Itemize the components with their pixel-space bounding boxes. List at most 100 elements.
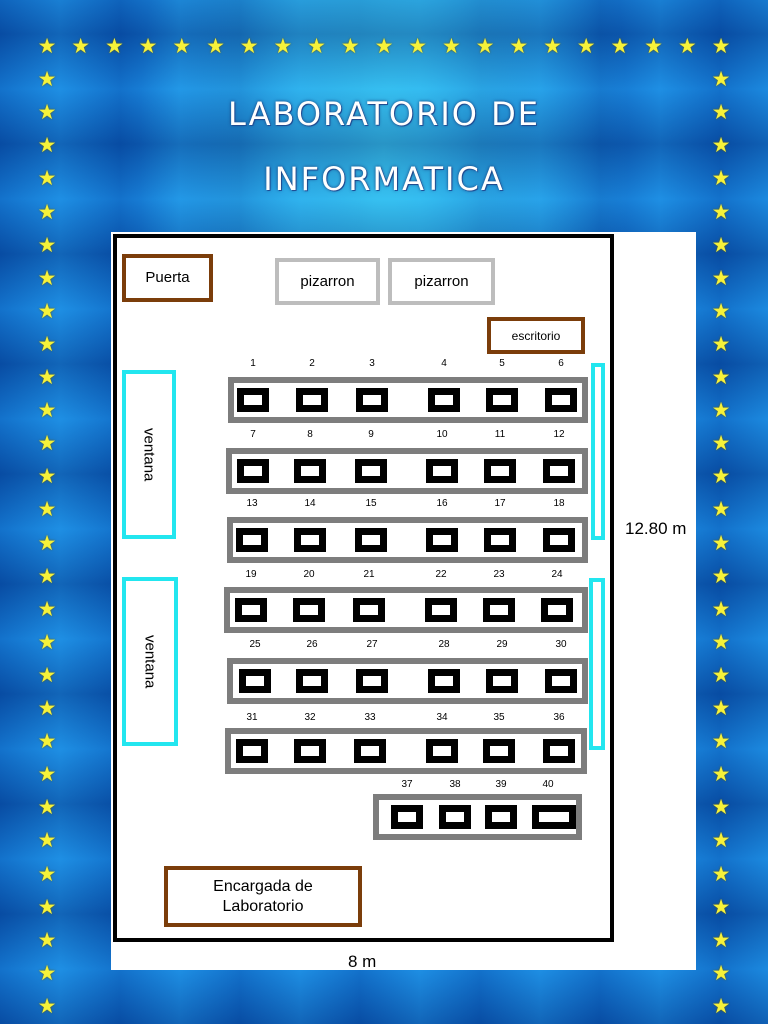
seat-row-inner: [230, 593, 582, 627]
star-icon: ★: [37, 34, 57, 58]
star-icon: ★: [239, 34, 259, 58]
star-icon: ★: [37, 927, 57, 952]
attendant-label-1: Encargada de: [213, 877, 313, 895]
star-icon: ★: [711, 232, 731, 257]
computer-seat: [294, 739, 326, 763]
seat-row-inner: [231, 734, 581, 768]
board-box-2: pizarron: [388, 258, 495, 305]
star-icon: ★: [711, 629, 731, 654]
window-box-2: ventana: [122, 577, 178, 746]
seat-number: 12: [553, 429, 565, 440]
seat-number: 39: [495, 779, 507, 790]
board-label-1: pizarron: [300, 272, 355, 290]
seat-number: 10: [436, 429, 448, 440]
star-icon: ★: [37, 232, 57, 257]
star-icon: ★: [711, 861, 731, 886]
computer-seat: [483, 598, 515, 622]
star-icon: ★: [307, 34, 326, 58]
computer-seat: [439, 805, 471, 829]
seat-number: 11: [494, 429, 506, 440]
door-box: Puerta: [122, 254, 213, 302]
seat-number: 35: [493, 712, 505, 723]
seat-row-inner: [232, 454, 582, 488]
star-icon: ★: [475, 34, 495, 58]
seat-number: 22: [435, 569, 447, 580]
computer-seat: [426, 459, 458, 483]
star-icon: ★: [37, 530, 57, 555]
star-icon: ★: [711, 133, 731, 158]
seat-number: 15: [365, 498, 377, 509]
seat-row: [224, 587, 588, 633]
seat-number: 4: [441, 358, 447, 369]
computer-seat: [239, 669, 271, 693]
star-icon: ★: [37, 166, 57, 191]
star-icon: ★: [711, 34, 731, 58]
star-icon: ★: [711, 894, 731, 919]
star-icon: ★: [543, 34, 562, 58]
star-icon: ★: [37, 497, 57, 522]
seat-number: 9: [368, 429, 374, 440]
seat-number: 17: [494, 498, 506, 509]
seat-row: [227, 517, 588, 563]
door-label: Puerta: [145, 269, 190, 286]
star-icon: ★: [644, 34, 663, 58]
star-icon: ★: [509, 34, 529, 58]
star-icon: ★: [37, 199, 57, 224]
computer-seat: [543, 459, 575, 483]
seat-number: 7: [250, 429, 256, 440]
seat-number: 37: [401, 779, 413, 790]
star-icon: ★: [711, 166, 731, 191]
seat-number: 24: [551, 569, 563, 580]
seat-row: [225, 728, 587, 774]
star-icon: ★: [37, 828, 57, 853]
star-icon: ★: [711, 696, 731, 720]
computer-seat: [354, 739, 386, 763]
seat-row: [227, 658, 588, 704]
star-icon: ★: [37, 960, 57, 985]
seat-row: [226, 448, 588, 494]
seat-row: [228, 377, 588, 423]
window-box-1: ventana: [122, 370, 176, 539]
star-icon: ★: [711, 662, 731, 687]
star-icon: ★: [37, 67, 57, 92]
seat-row-inner: [233, 523, 582, 557]
seat-number: 27: [366, 639, 378, 650]
star-icon: ★: [37, 596, 57, 621]
star-icon: ★: [37, 696, 57, 720]
star-icon: ★: [576, 34, 596, 58]
desk-box: escritorio: [487, 317, 585, 354]
computer-seat: [486, 388, 518, 412]
star-icon: ★: [37, 993, 57, 1018]
star-icon: ★: [37, 365, 57, 389]
computer-seat: [355, 528, 387, 552]
seat-number: 36: [553, 712, 565, 723]
star-icon: ★: [71, 34, 91, 58]
computer-seat: [235, 598, 267, 622]
computer-seat: [356, 669, 388, 693]
star-icon: ★: [711, 563, 731, 588]
computer-seat: [428, 388, 460, 412]
seat-number: 13: [246, 498, 258, 509]
computer-seat: [425, 598, 457, 622]
star-icon: ★: [37, 762, 57, 787]
star-icon: ★: [37, 100, 57, 125]
room-height-label: 12.80 m: [625, 519, 687, 538]
star-icon: ★: [610, 34, 630, 58]
computer-seat: [391, 805, 423, 829]
star-icon: ★: [441, 34, 461, 58]
seat-number: 16: [436, 498, 448, 509]
star-icon: ★: [37, 431, 57, 456]
seat-row-inner: [233, 664, 582, 698]
star-icon: ★: [711, 596, 731, 621]
star-icon: ★: [37, 894, 57, 919]
star-icon: ★: [37, 629, 57, 654]
title-line-2: INFORMATICA: [263, 160, 505, 198]
right-window-2: [589, 578, 605, 750]
room-width-label: 8 m: [348, 952, 377, 971]
computer-seat: [296, 669, 328, 693]
star-icon: ★: [711, 828, 731, 853]
seat-number: 3: [369, 358, 375, 369]
seat-number: 18: [553, 498, 565, 509]
star-icon: ★: [37, 464, 57, 489]
star-icon: ★: [374, 34, 394, 58]
